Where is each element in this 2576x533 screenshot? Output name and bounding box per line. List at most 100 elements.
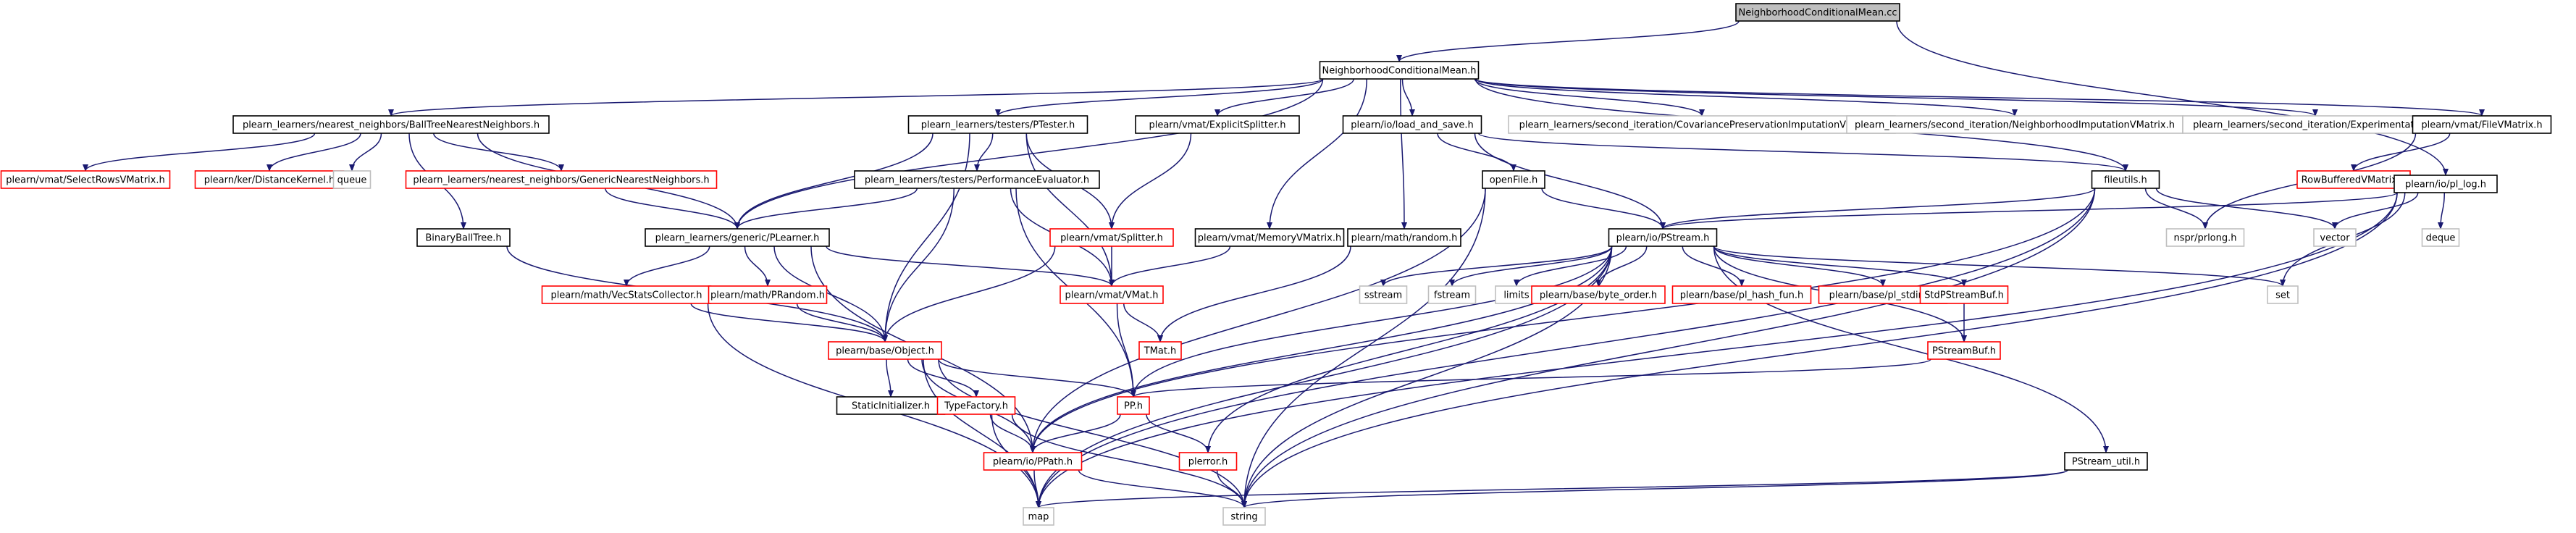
node-perfev[interactable]: plearn_learners/testers/PerformanceEvalu… [854, 170, 1100, 189]
node-label-pp: PP.h [1124, 401, 1143, 412]
node-object[interactable]: plearn/base/Object.h [828, 341, 942, 360]
edge-vmat-to-pp [1116, 303, 1136, 398]
edge-ncm_h-to-ptester [995, 78, 1324, 117]
node-label-btnn: plearn_learners/nearest_neighbors/BallTr… [243, 120, 540, 131]
node-box-explicit [1135, 115, 1300, 134]
edge-plearner-to-prandom [744, 245, 771, 287]
edge-typefactory-to-ppath [989, 414, 1036, 453]
node-label-openfile: openFile.h [1490, 175, 1538, 186]
node-btnn[interactable]: plearn_learners/nearest_neighbors/BallTr… [232, 115, 550, 134]
nodes-layer: NeighborhoodConditionalMean.ccNeighborho… [0, 3, 2552, 526]
edge-ptester-to-perfev [974, 133, 994, 172]
edge-ncm_h-to-filevm [1474, 78, 2485, 117]
node-label-filevm: plearn/vmat/FileVMatrix.h [2421, 120, 2542, 131]
edge-fileutils-to-vector [2155, 188, 2338, 230]
node-box-ptester [907, 115, 1088, 134]
node-plerror[interactable]: plerror.h [1178, 452, 1238, 471]
node-random[interactable]: plearn/math/random.h [1347, 228, 1461, 247]
edge-pp-to-ppath [1030, 414, 1121, 453]
node-gnn[interactable]: plearn_learners/nearest_neighbors/Generi… [405, 170, 718, 189]
node-vmat[interactable]: plearn/vmat/VMat.h [1060, 285, 1164, 304]
node-box-vecstats [541, 285, 712, 304]
node-box-memvm [1194, 228, 1345, 247]
node-selrows[interactable]: plearn/vmat/SelectRowsVMatrix.h [0, 170, 171, 189]
node-label-distk: plearn/ker/DistanceKernel.h [204, 175, 335, 186]
node-pllog[interactable]: plearn/io/pl_log.h [2394, 175, 2498, 193]
node-plearner[interactable]: plearn_learners/generic/PLearner.h [645, 228, 830, 247]
node-label-ncm_h: NeighborhoodConditionalMean.h [1322, 66, 1477, 77]
node-pstream[interactable]: plearn/io/PStream.h [1608, 228, 1718, 247]
node-label-plerror: plerror.h [1188, 457, 1228, 468]
edge-vmat-to-tmat [1123, 303, 1163, 343]
node-prandom[interactable]: plearn/math/PRandom.h [708, 285, 828, 304]
edge-pstream-to-hashfun [1682, 245, 1745, 287]
node-psbuf[interactable]: PStreamBuf.h [1927, 341, 2001, 360]
node-stdpsb[interactable]: StdPStreamBuf.h [1919, 285, 2009, 304]
node-nsprlong: nspr/prlong.h [2165, 228, 2245, 247]
edge-random-to-tmat [1157, 245, 1351, 343]
node-vecstats[interactable]: plearn/math/VecStatsCollector.h [541, 285, 712, 304]
node-splitter[interactable]: plearn/vmat/Splitter.h [1049, 228, 1174, 247]
node-pp[interactable]: PP.h [1117, 396, 1150, 415]
node-label-fstream: fstream [1434, 290, 1470, 301]
node-hashfun[interactable]: plearn/base/pl_hash_fun.h [1671, 285, 1812, 304]
edge-psbuf-to-pp [1130, 358, 1931, 398]
edge-root-to-pllog [1896, 20, 2449, 176]
node-memvm[interactable]: plearn/vmat/MemoryVMatrix.h [1194, 228, 1345, 247]
node-bbt[interactable]: BinaryBallTree.h [416, 228, 511, 247]
node-box-set [2267, 285, 2299, 304]
edge-perfev-to-object [882, 188, 955, 343]
node-box-stdpsb [1919, 285, 2009, 304]
node-label-deque: deque [2426, 233, 2456, 244]
node-deque: deque [2421, 228, 2460, 247]
node-box-splitter [1049, 228, 1174, 247]
node-distk[interactable]: plearn/ker/DistanceKernel.h [194, 170, 345, 189]
node-queue: queue [332, 170, 372, 189]
edge-object-to-staticinit [886, 358, 894, 398]
node-box-pp [1117, 396, 1150, 415]
node-label-nsprlong: nspr/prlong.h [2173, 233, 2236, 244]
node-box-tmat [1138, 341, 1182, 360]
node-box-plerror [1178, 452, 1238, 471]
node-typefactory[interactable]: TypeFactory.h [936, 396, 1016, 415]
node-ncm_h[interactable]: NeighborhoodConditionalMean.h [1319, 61, 1480, 80]
node-rowbuf[interactable]: RowBufferedVMatrix.h [2296, 170, 2411, 189]
node-staticinit[interactable]: StaticInitializer.h [836, 396, 946, 415]
node-box-pstream [1608, 228, 1718, 247]
node-byteorder[interactable]: plearn/base/byte_order.h [1531, 285, 1666, 304]
edge-loadsave-to-pstream [1474, 133, 1666, 230]
node-box-prandom [708, 285, 828, 304]
node-root[interactable]: NeighborhoodConditionalMean.cc [1735, 3, 1900, 22]
edge-plearner-to-object [773, 245, 888, 343]
node-box-object [828, 341, 942, 360]
node-box-btnn [232, 115, 550, 134]
edge-pstream-to-stdint [1713, 245, 1886, 287]
node-box-byteorder [1531, 285, 1666, 304]
node-tmat[interactable]: TMat.h [1138, 341, 1182, 360]
edge-pstreamutil-to-map [1036, 469, 2068, 508]
node-fileutils[interactable]: fileutils.h [2091, 170, 2160, 189]
node-box-selrows [0, 170, 171, 189]
node-fstream: fstream [1427, 285, 1477, 304]
node-box-perfev [854, 170, 1100, 189]
node-ppath[interactable]: plearn/io/PPath.h [983, 452, 1083, 471]
edge-pp-to-plerror [1146, 414, 1211, 453]
node-loadsave[interactable]: plearn/io/load_and_save.h [1342, 115, 1482, 134]
node-pstreamutil[interactable]: PStream_util.h [2064, 452, 2148, 471]
node-label-object: plearn/base/Object.h [836, 346, 934, 357]
node-box-gnn [405, 170, 718, 189]
node-box-pstreamutil [2064, 452, 2148, 471]
node-box-fileutils [2091, 170, 2160, 189]
edge-pstream-to-map [1036, 245, 1613, 508]
edge-object-to-pp [938, 358, 1136, 398]
node-box-distk [194, 170, 345, 189]
node-label-prandom: plearn/math/PRandom.h [710, 290, 825, 301]
node-box-bbt [416, 228, 511, 247]
node-ptester[interactable]: plearn_learners/testers/PTester.h [907, 115, 1088, 134]
edge-btnn-to-gnn [433, 133, 564, 172]
node-explicit[interactable]: plearn/vmat/ExplicitSplitter.h [1135, 115, 1300, 134]
node-box-vector [2313, 228, 2357, 247]
node-filevm[interactable]: plearn/vmat/FileVMatrix.h [2412, 115, 2552, 134]
node-openfile[interactable]: openFile.h [1482, 170, 1545, 189]
